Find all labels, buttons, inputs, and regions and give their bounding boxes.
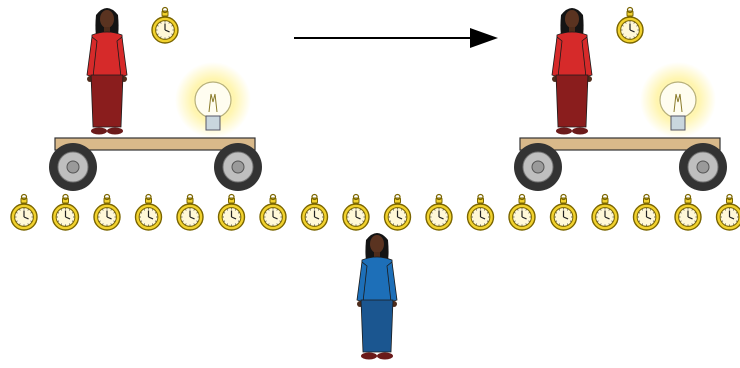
cart-platform [519,137,721,151]
cart-start [49,6,262,191]
cart-platform [54,137,256,151]
stopwatch-icon [51,193,80,231]
stopwatch-icon [176,193,204,231]
stopwatch-icon [715,193,740,231]
cart-end [514,6,727,191]
stopwatch-icon [342,193,370,231]
stopwatch-icon [10,193,38,231]
light-bulb-icon [640,62,716,138]
wheel-icon [49,143,97,191]
wheel-icon [514,143,562,191]
wheel-icon [214,143,262,191]
stopwatch-icon [217,193,246,231]
stopwatch-icon [508,193,536,231]
light-bulb-icon [175,62,251,138]
ground-clock-row [10,193,740,231]
stopwatch-icon [151,6,179,44]
stopwatch-icon [93,193,121,231]
stopwatch-icon [674,193,702,231]
stopwatch-icon [259,193,287,231]
stopwatch-icon [300,193,329,231]
stopwatch-icon [591,193,619,231]
stopwatch-icon [383,193,412,231]
stopwatch-icon [425,193,453,231]
stopwatch-icon [632,193,661,231]
observer-person [356,233,398,360]
stopwatch-icon [466,193,495,231]
wheel-icon [679,143,727,191]
stopwatch-icon [134,193,163,231]
traveler-person [86,8,128,135]
traveler-person [551,8,593,135]
stopwatch-icon [549,193,578,231]
stopwatch-icon [616,6,644,44]
